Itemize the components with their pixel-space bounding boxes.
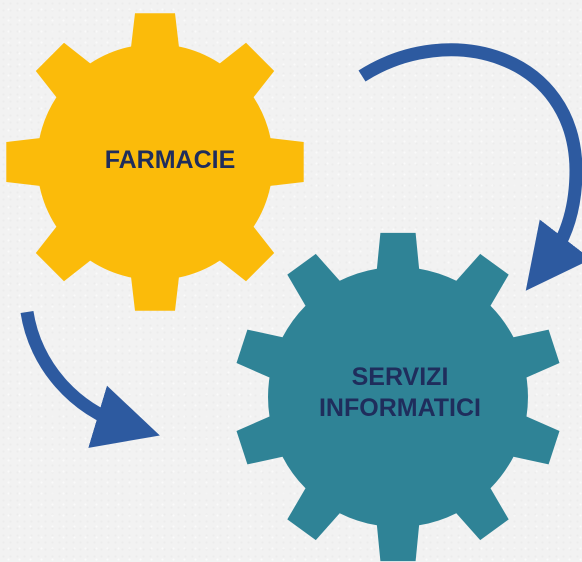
cycle-arrow-top-right bbox=[358, 43, 582, 291]
servizi-informatici-gear bbox=[236, 232, 560, 562]
cycle-arrow-bottom-left bbox=[20, 310, 160, 448]
farmacie-gear bbox=[6, 13, 304, 311]
